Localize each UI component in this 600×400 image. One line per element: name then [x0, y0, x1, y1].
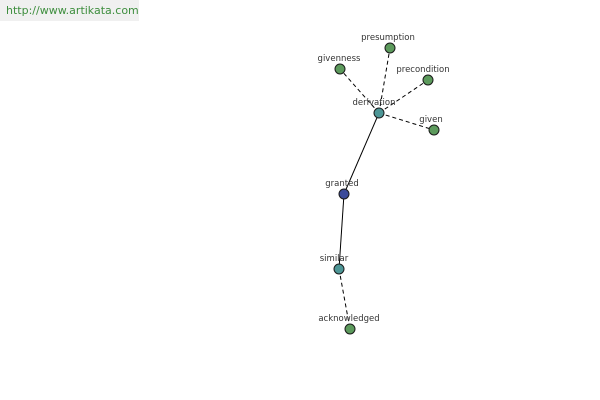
edge-granted-similar — [338, 193, 345, 270]
node-marker-givenness[interactable] — [334, 63, 346, 75]
node-similar[interactable]: similar — [320, 254, 349, 275]
edge-derivation-precondition — [378, 79, 429, 114]
node-label-givenness[interactable]: givenness — [318, 54, 361, 64]
edge-derivation-given — [378, 112, 435, 131]
node-label-derivation[interactable]: derivation — [352, 98, 395, 108]
node-label-acknowledged[interactable]: acknowledged — [318, 314, 379, 324]
node-label-given[interactable]: given — [419, 115, 442, 125]
node-givenness[interactable]: givenness — [318, 54, 361, 75]
edge-granted-derivation — [343, 112, 380, 195]
node-marker-granted[interactable] — [338, 188, 350, 200]
node-label-similar[interactable]: similar — [320, 254, 349, 264]
node-granted[interactable]: granted — [325, 179, 359, 200]
edge-derivation-givenness — [339, 68, 380, 114]
node-presumption[interactable]: presumption — [361, 33, 415, 54]
node-marker-similar[interactable] — [333, 263, 345, 275]
node-given[interactable]: given — [419, 115, 443, 136]
node-label-precondition[interactable]: precondition — [396, 65, 449, 75]
edge-derivation-presumption — [378, 47, 391, 114]
node-marker-acknowledged[interactable] — [344, 323, 356, 335]
node-marker-given[interactable] — [428, 124, 440, 136]
nodes-layer: presumption givenness precondition derivati… — [318, 33, 450, 335]
node-marker-presumption[interactable] — [384, 42, 396, 54]
node-marker-precondition[interactable] — [422, 74, 434, 86]
node-label-presumption[interactable]: presumption — [361, 33, 415, 43]
node-label-granted[interactable]: granted — [325, 179, 358, 189]
url-banner: http://www.artikata.com — [0, 0, 139, 21]
node-derivation[interactable]: derivation — [352, 98, 396, 119]
edges-layer — [338, 47, 435, 330]
node-marker-derivation[interactable] — [373, 107, 385, 119]
site-url-link[interactable]: http://www.artikata.com — [6, 4, 139, 17]
node-acknowledged[interactable]: acknowledged — [318, 314, 380, 335]
edge-similar-acknowledged — [338, 268, 351, 330]
node-precondition[interactable]: precondition — [396, 65, 450, 86]
